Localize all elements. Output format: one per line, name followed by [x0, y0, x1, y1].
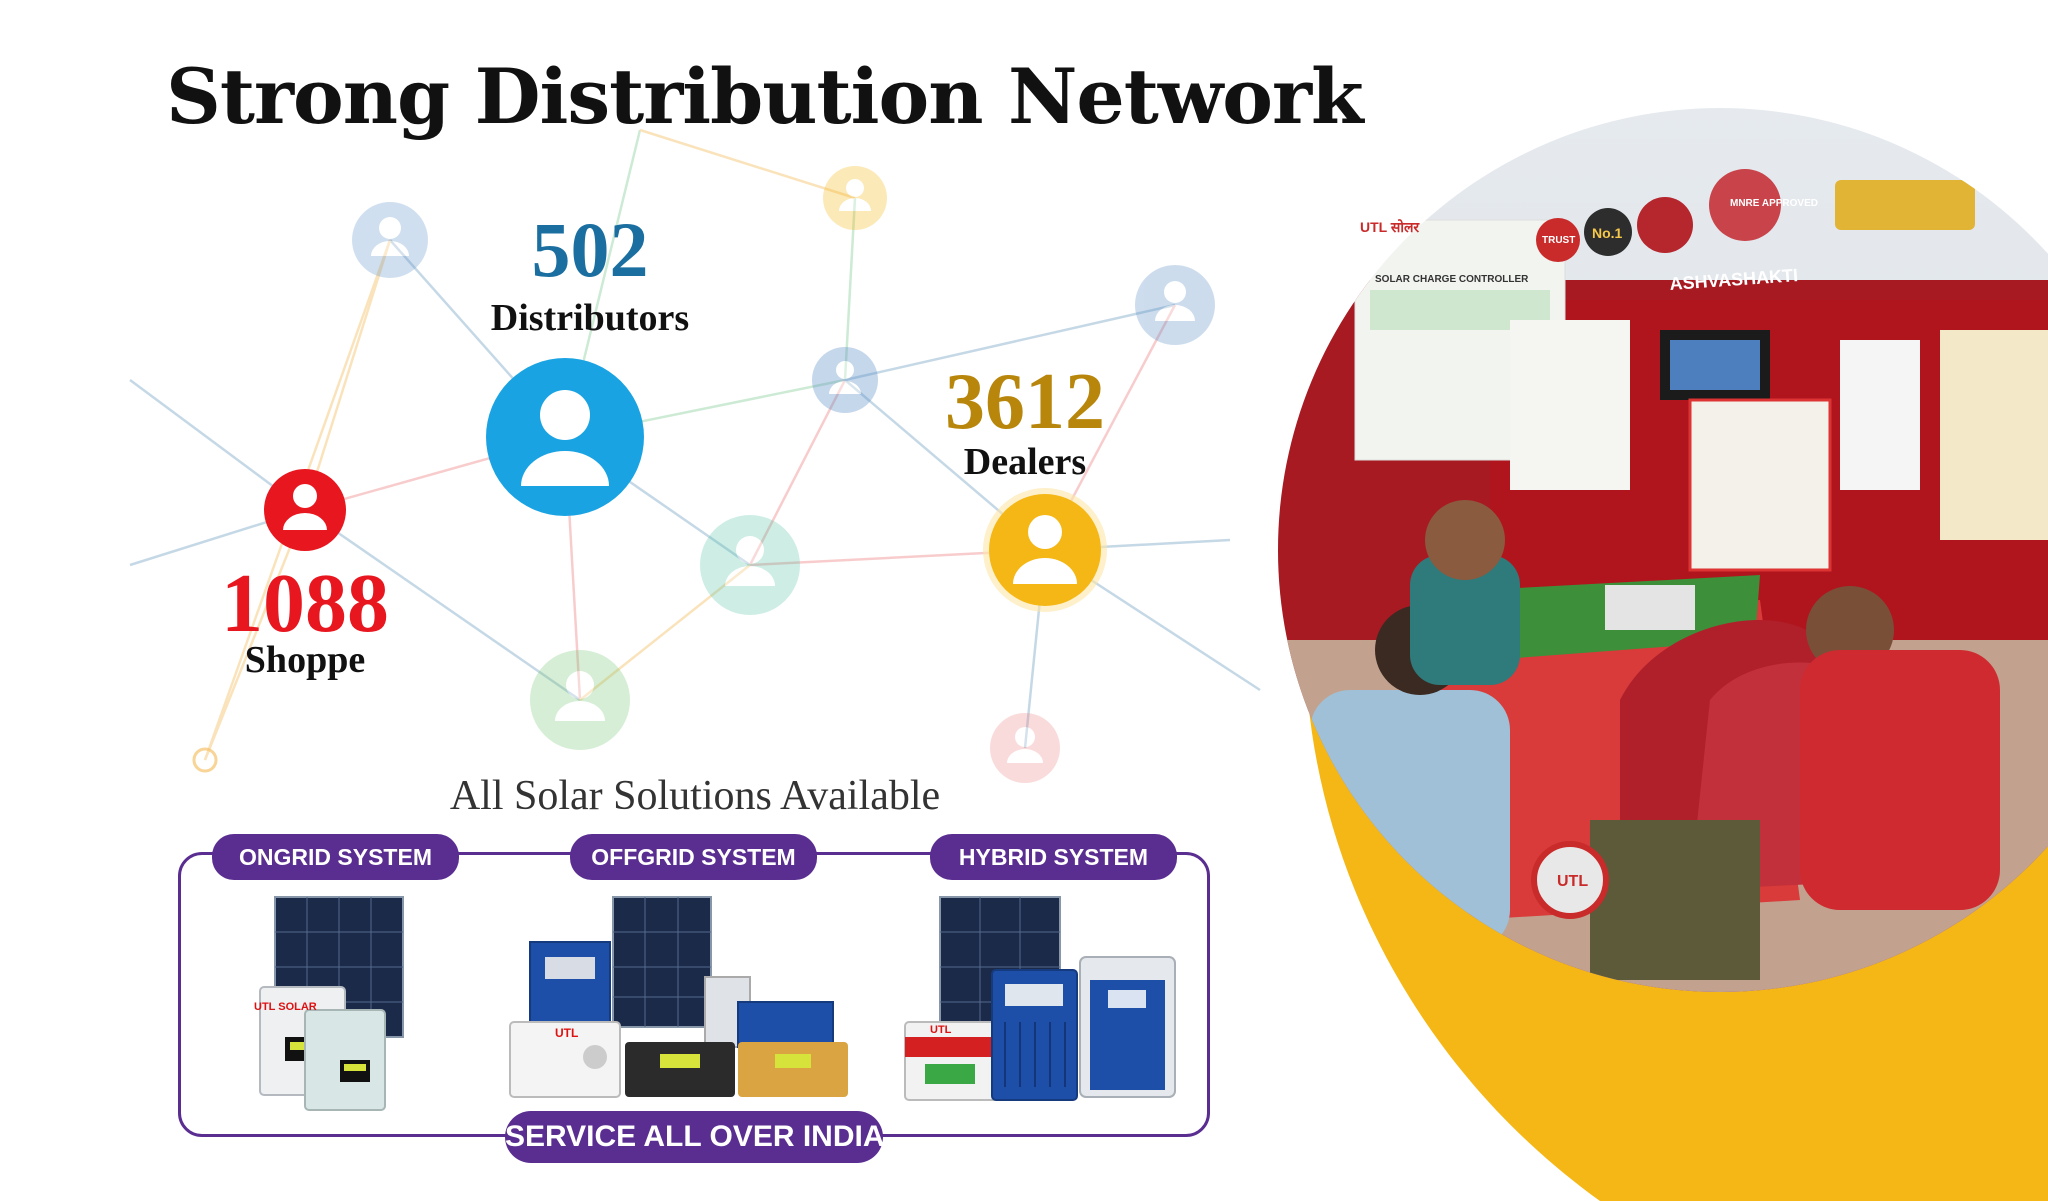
dealers-count: 3612	[945, 358, 1105, 446]
photo-sign-text: SOLAR CHARGE CONTROLLER	[1375, 274, 1529, 285]
faded-user-icon	[1135, 265, 1215, 345]
shoppe-user-icon	[264, 469, 346, 551]
shoppe-count: 1088	[221, 557, 389, 650]
offgrid-brand-label: UTL	[555, 1026, 579, 1040]
faded-user-icon	[700, 515, 800, 615]
faded-user-icon	[823, 166, 887, 230]
ongrid-system-badge: ONGRID SYSTEM	[212, 834, 459, 880]
service-banner: SERVICE ALL OVER INDIA	[505, 1111, 885, 1163]
store-photo: ASHVASHAKTI UTL सोलर SOLAR CHARGE CONTRO…	[1278, 108, 2048, 1201]
photo-sign-text: TRUST	[1542, 235, 1575, 246]
page-title: Strong Distribution Network	[166, 52, 1364, 141]
hybrid-brand-label: UTL	[930, 1024, 952, 1036]
ongrid-products-image	[259, 896, 404, 1111]
hybrid-system-badge: HYBRID SYSTEM	[930, 834, 1177, 880]
photo-sign-text: No.1	[1592, 225, 1623, 241]
faded-user-icon	[352, 202, 428, 278]
photo-sign-text: UTL	[1557, 873, 1588, 890]
distributors-user-icon	[486, 358, 644, 516]
hybrid-products-image	[904, 896, 1176, 1101]
distributors-count: 502	[531, 206, 649, 293]
dealers-user-icon	[983, 488, 1107, 612]
photo-sign-text: MNRE APPROVED	[1730, 198, 1818, 209]
offgrid-products-image	[509, 896, 848, 1098]
dealers-label: Dealers	[963, 441, 1087, 483]
photo-sign-text: UTL सोलर	[1360, 219, 1420, 235]
distributors-label: Distributors	[490, 297, 690, 339]
faded-user-icon	[990, 713, 1060, 783]
offgrid-system-badge: OFFGRID SYSTEM	[570, 834, 817, 880]
solutions-heading: All Solar Solutions Available	[449, 773, 941, 819]
shoppe-label: Shoppe	[244, 639, 366, 681]
ongrid-brand-label: UTL SOLAR	[254, 1001, 317, 1013]
faded-user-icon	[530, 650, 630, 750]
faded-user-icon	[812, 347, 878, 413]
